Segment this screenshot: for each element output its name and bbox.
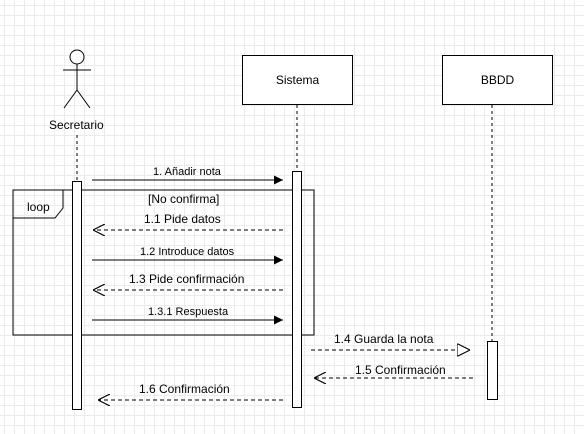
- actor-figure-icon: [63, 49, 91, 109]
- message-label-1-3: 1.3 Pide confirmación: [129, 272, 245, 286]
- participant-bbdd[interactable]: BBDD: [442, 55, 553, 105]
- participant-sistema-label: Sistema: [275, 73, 320, 87]
- activation-secretario[interactable]: [72, 181, 82, 410]
- loop-fragment-frame: [12, 189, 315, 336]
- participant-sistema[interactable]: Sistema: [242, 55, 353, 105]
- message-label-1: 1. Añadir nota: [153, 166, 221, 178]
- actor-label: Secretario: [49, 118, 104, 132]
- message-label-1-6: 1.6 Confirmación: [139, 382, 230, 396]
- loop-operator-tab: [13, 189, 64, 219]
- activation-bbdd[interactable]: [487, 341, 498, 400]
- loop-operator-label: loop: [27, 200, 50, 214]
- loop-guard-label: [No confirma]: [148, 192, 220, 206]
- activation-sistema[interactable]: [292, 171, 302, 408]
- message-label-1-3-1: 1.3.1 Respuesta: [148, 306, 229, 318]
- participant-bbdd-label: BBDD: [480, 73, 515, 87]
- message-label-1-1: 1.1 Pide datos: [144, 212, 221, 226]
- message-label-1-4: 1.4 Guarda la nota: [334, 332, 434, 346]
- message-label-1-2: 1.2 Introduce datos: [140, 246, 235, 258]
- message-label-1-5: 1.5 Confirmación: [355, 363, 446, 377]
